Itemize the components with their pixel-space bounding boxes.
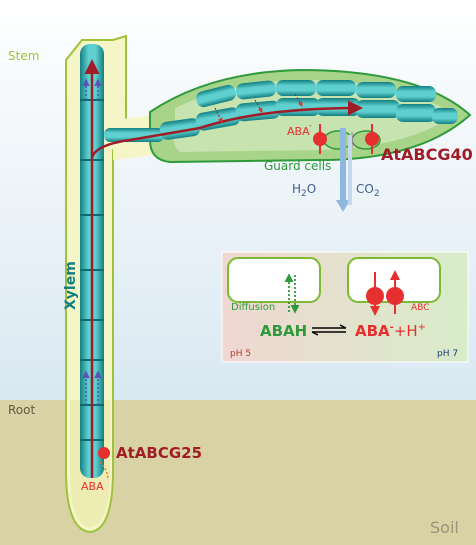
aba-leaf-superscript: - <box>309 121 312 130</box>
guard-cells-label: Guard cells <box>264 159 331 173</box>
xylem-label: Xylem <box>63 261 79 310</box>
root-label: Root <box>8 403 35 417</box>
inset-abc-label: ABC <box>411 303 429 313</box>
atabcg25-label: AtABCG25 <box>116 444 202 462</box>
aba-flow-branch-arrow <box>90 100 363 159</box>
co2-label: CO2 <box>356 182 380 199</box>
inset-diffusion-label: Diffusion <box>231 302 275 313</box>
leaf-transporter-left <box>313 124 327 154</box>
h2o-label: H2O <box>292 182 316 199</box>
leaf-diffusion-arrows <box>214 93 303 123</box>
inset-abc-transporters <box>366 270 404 316</box>
inset-ph-right: pH 7 <box>437 349 458 359</box>
equilibrium-arrows <box>311 324 347 336</box>
aba-leaf-label: ABA <box>287 125 310 138</box>
aba-root-label: ABA <box>81 480 104 493</box>
inset-ph-left: pH 5 <box>230 349 251 359</box>
water-vapor-arrowhead <box>336 200 350 212</box>
inset-cell-left <box>227 257 321 303</box>
soil-label: Soil <box>430 518 459 537</box>
stem-label: Stem <box>8 49 39 63</box>
leaf-transporter-right <box>365 124 379 154</box>
inset-aba-ion-label: ABA-+H+ <box>355 322 426 340</box>
inset-abah-label: ABAH <box>260 322 307 340</box>
atabcg40-label: AtABCG40 <box>381 145 473 164</box>
xylem-flow-dotted-arrows <box>82 78 102 405</box>
root-transporter <box>98 447 110 481</box>
